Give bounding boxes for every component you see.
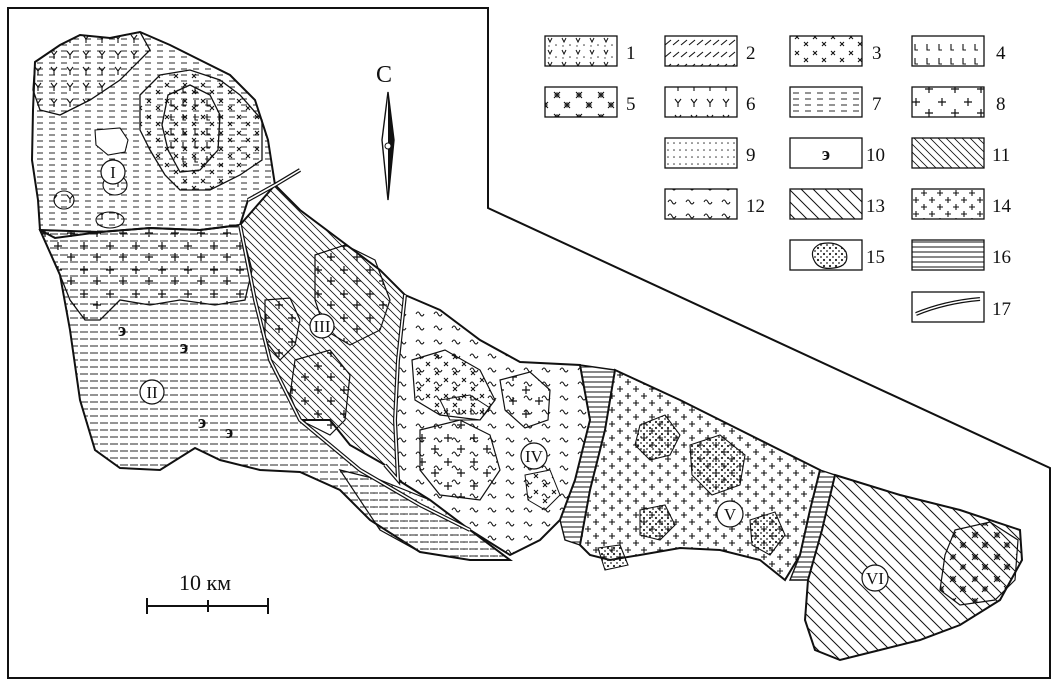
domain-ii-dotted <box>338 469 512 561</box>
svg-text:VI: VI <box>866 569 884 588</box>
svg-text:7: 7 <box>872 94 882 115</box>
svg-text:V: V <box>724 505 737 524</box>
svg-text:4: 4 <box>996 43 1006 64</box>
domain-i-L-body <box>161 84 221 173</box>
svg-text:э: э <box>118 320 126 341</box>
scale-bar: 10 км <box>146 570 269 614</box>
svg-text:I: I <box>110 163 116 182</box>
domain-v-dots-5 <box>597 544 629 571</box>
domain-iv-x-body-2 <box>524 469 561 511</box>
map-frame <box>7 7 1051 679</box>
svg-text:II: II <box>146 383 158 402</box>
svg-text:13: 13 <box>866 196 885 217</box>
legend: 1 2 3 4 5 6 7 8 9 э 10 11 12 13 14 15 <box>544 35 1012 323</box>
svg-text:16: 16 <box>992 247 1011 268</box>
svg-text:э: э <box>225 422 233 443</box>
domain-labels: I II III IV V VI <box>100 159 889 592</box>
domain-vi-x-body <box>939 521 1019 606</box>
legend-swatch-4 <box>911 35 985 67</box>
svg-text:5: 5 <box>626 94 636 115</box>
domain-iii-granite-2 <box>314 244 391 346</box>
legend-swatch-5 <box>544 86 618 118</box>
legend-swatch-12 <box>664 188 738 220</box>
scale-label: 10 км <box>179 570 231 595</box>
legend-swatch-2 <box>664 35 738 67</box>
legend-swatch-16 <box>911 239 985 271</box>
legend-swatch-3 <box>789 35 863 67</box>
svg-text:III: III <box>314 317 331 336</box>
svg-text:10: 10 <box>866 145 885 166</box>
svg-text:3: 3 <box>872 43 882 64</box>
svg-text:6: 6 <box>746 94 756 115</box>
north-arrow: С <box>376 62 395 201</box>
domain-vi-area <box>803 473 1024 662</box>
svg-text:9: 9 <box>746 145 756 166</box>
north-label: С <box>376 62 392 88</box>
svg-text:11: 11 <box>992 145 1010 166</box>
svg-text:IV: IV <box>525 447 544 466</box>
svg-text:э: э <box>822 144 830 165</box>
domain-v-dots-2 <box>689 434 746 496</box>
svg-text:17: 17 <box>992 299 1011 320</box>
domain-iv-L-body <box>439 394 491 421</box>
svg-text:э: э <box>180 337 188 358</box>
domain-v-dots-4 <box>749 511 786 556</box>
domain-i-volcanic <box>32 31 151 116</box>
domain-i-y-patch <box>94 127 129 156</box>
legend-swatch-7 <box>789 86 863 118</box>
svg-text:15: 15 <box>866 247 885 268</box>
svg-text:1: 1 <box>626 43 636 64</box>
domain-v-dots-3 <box>639 504 676 541</box>
svg-text:2: 2 <box>746 43 756 64</box>
domain-iv-granite-2 <box>499 371 551 429</box>
legend-swatch-14 <box>911 188 985 220</box>
svg-text:12: 12 <box>746 196 765 217</box>
domain-ii-granite <box>38 224 253 321</box>
legend-swatch-17 <box>911 291 985 323</box>
legend-swatch-13 <box>789 188 863 220</box>
domain-v-dots-1 <box>634 414 681 461</box>
legend-swatch-11 <box>911 137 985 169</box>
legend-swatch-6 <box>664 86 738 118</box>
legend-swatch-10 <box>789 137 863 169</box>
svg-text:э: э <box>198 412 206 433</box>
svg-text:8: 8 <box>996 94 1006 115</box>
domain-iv-granite <box>419 419 501 501</box>
svg-text:14: 14 <box>992 196 1012 217</box>
legend-swatch-8 <box>911 86 985 118</box>
legend-swatch-1 <box>544 35 618 67</box>
legend-swatch-9 <box>664 137 738 169</box>
